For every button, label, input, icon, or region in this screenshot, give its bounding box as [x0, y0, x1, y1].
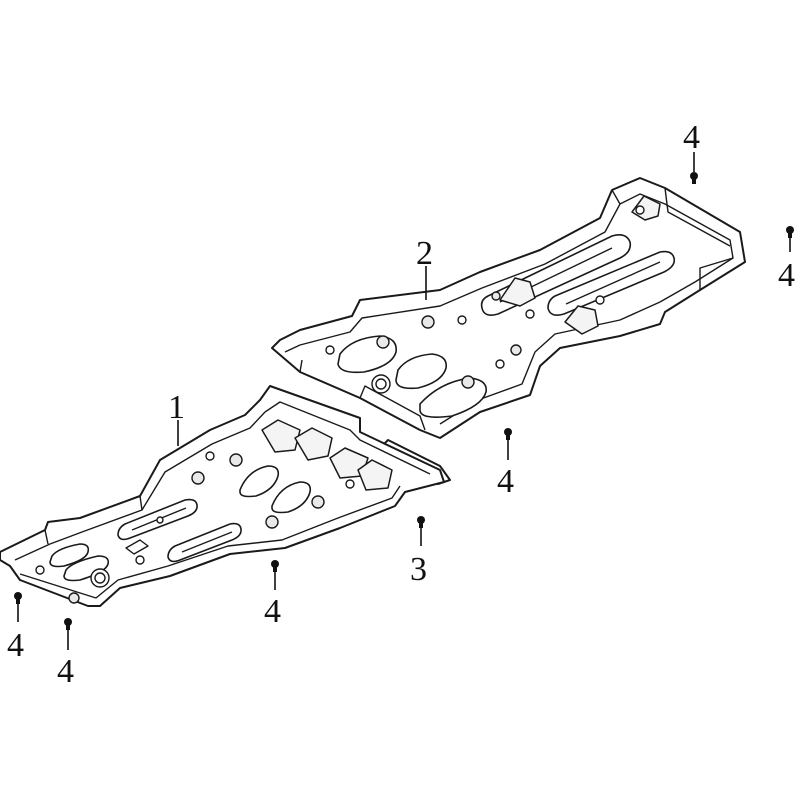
callout-part-3: 3	[410, 551, 427, 588]
fastener-bolt-right-edge	[786, 226, 794, 252]
front-skid-plate	[0, 385, 445, 607]
callout-fastener-bottom-left: 4	[57, 653, 74, 690]
fastener-bolt-lower-center	[271, 560, 279, 590]
fastener-bolt-bottom-left	[64, 618, 72, 650]
fastener-bolt-top-right	[690, 152, 698, 184]
callout-part-1: 1	[168, 389, 185, 426]
callout-fastener-center: 4	[497, 463, 514, 500]
callout-fastener-top-right: 4	[683, 119, 700, 156]
rear-skid-plate	[271, 177, 746, 439]
fastener-bolt-lower-left	[14, 592, 22, 622]
callout-part-2: 2	[416, 235, 433, 272]
fastener-bolt-part3	[417, 516, 425, 546]
callout-fastener-lower-center: 4	[264, 593, 281, 630]
callout-fastener-right-edge: 4	[778, 257, 795, 294]
callout-fastener-lower-left: 4	[7, 627, 24, 664]
fastener-bolt-center	[504, 428, 512, 460]
